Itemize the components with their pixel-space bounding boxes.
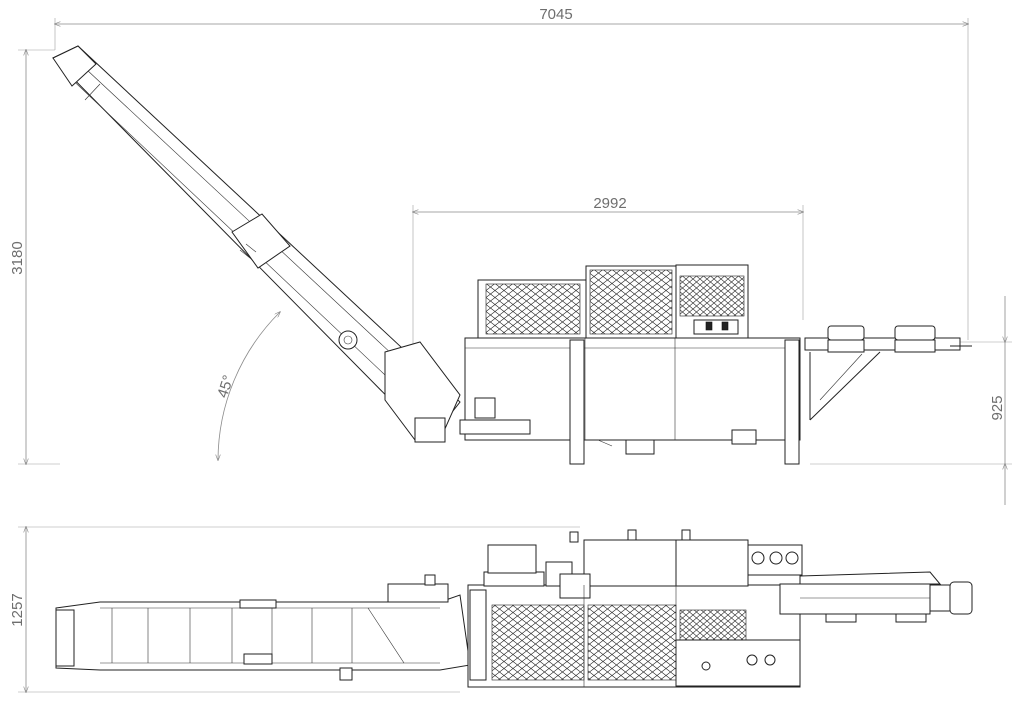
side-view <box>52 45 972 465</box>
dimension-top-view-width: 1257 <box>9 527 580 692</box>
dimension-outfeed-height: 925 <box>810 296 1012 505</box>
dimension-conveyor-angle: 45° <box>214 312 280 460</box>
main-body <box>459 264 801 465</box>
dimension-top-view-width-label: 1257 <box>9 593 26 626</box>
dimension-overall-height: 3180 <box>9 50 60 464</box>
top-outfeed <box>779 571 973 623</box>
dimension-overall-length-label: 7045 <box>539 6 572 23</box>
dimension-inner-length: 2992 <box>413 195 803 345</box>
inclined-conveyor <box>52 45 461 443</box>
outfeed-table <box>804 325 972 421</box>
dimension-overall-height-label: 3180 <box>9 241 26 274</box>
top-view <box>55 529 973 688</box>
dimension-inner-length-label: 2992 <box>593 195 626 212</box>
dimension-conveyor-angle-label: 45° <box>214 373 237 400</box>
top-main-body <box>467 529 803 688</box>
dimension-outfeed-height-label: 925 <box>989 395 1006 420</box>
dimension-overall-length: 7045 <box>55 6 968 340</box>
top-conveyor <box>55 574 471 681</box>
